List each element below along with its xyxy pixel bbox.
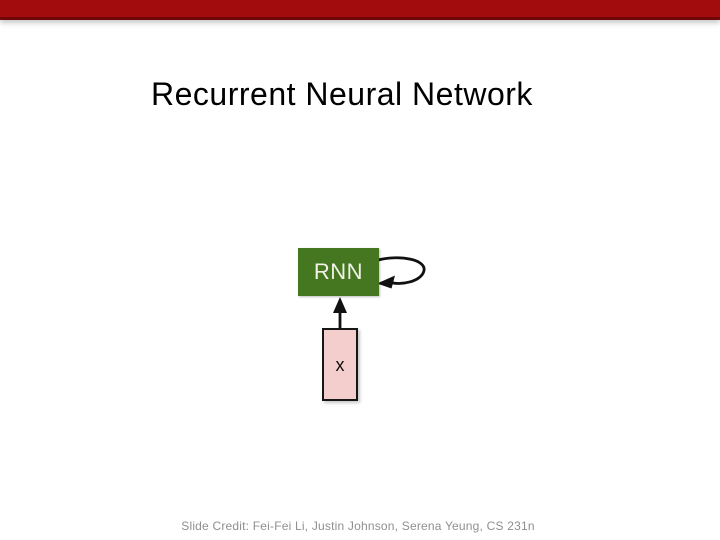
rnn-box: RNN bbox=[298, 248, 379, 296]
recurrent-loop-arrow bbox=[376, 256, 426, 285]
top-accent-bar bbox=[0, 0, 720, 20]
input-label: x bbox=[335, 354, 345, 375]
input-box: x bbox=[322, 328, 358, 401]
recurrent-loop-arrowhead-icon bbox=[377, 275, 395, 289]
slide-title: Recurrent Neural Network bbox=[151, 76, 533, 112]
input-arrowhead-icon bbox=[333, 297, 347, 313]
rnn-label: RNN bbox=[313, 259, 364, 284]
credit-text: Slide Credit: Fei-Fei Li, Justin Johnson… bbox=[181, 519, 535, 533]
